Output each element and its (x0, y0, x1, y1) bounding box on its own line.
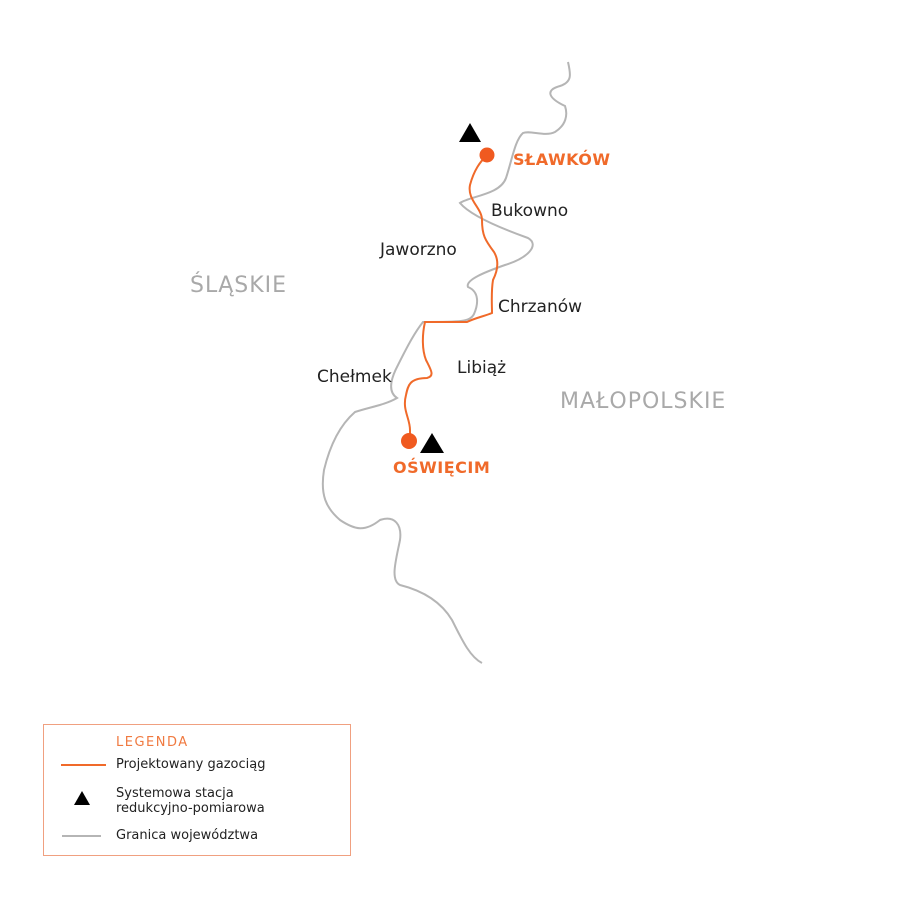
station-legend-icon (74, 791, 90, 805)
town-label-chrzanow: Chrzanów (498, 297, 583, 317)
oswiecim-point (401, 433, 417, 449)
legend-symbols (61, 764, 106, 837)
pipeline-route-line (403, 154, 499, 441)
station-triangle-icon (420, 433, 444, 453)
region-label-malopolskie: MAŁOPOLSKIE (560, 389, 727, 414)
station-triangle-icon (459, 123, 481, 142)
town-label-jaworzno: Jaworzno (380, 240, 457, 260)
legend-pipeline-label: Projektowany gazociąg (116, 757, 266, 772)
legend-station-label-line2: redukcyjno-pomiarowa (116, 801, 265, 816)
region-label-slaskie: ŚLĄSKIE (190, 273, 288, 298)
slawkow-point (479, 147, 495, 163)
legend-station-label-line1: Systemowa stacja (116, 786, 234, 801)
town-label-bukowno: Bukowno (491, 201, 569, 221)
town-label-chelmek: Chełmek (317, 367, 392, 387)
town-label-libiaz: Libiąż (457, 358, 507, 378)
city-label-oswiecim: OŚWIĘCIM (393, 458, 491, 477)
city-label-slawkow: SŁAWKÓW (513, 150, 611, 169)
legend-box: LEGENDA Projektowany gazociąg Systemowa … (43, 724, 351, 856)
legend-title: LEGENDA (116, 735, 189, 750)
legend-border-label: Granica województwa (116, 828, 259, 843)
